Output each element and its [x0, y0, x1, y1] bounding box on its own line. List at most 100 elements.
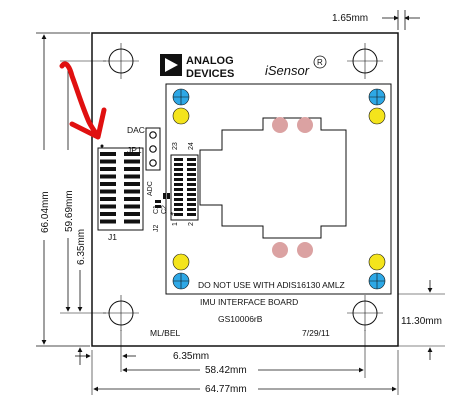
dim-bottom-6-35mm: 6.35mm [173, 351, 209, 362]
date-label: 7/29/11 [302, 328, 330, 338]
pin-2-label: 2 [188, 222, 195, 226]
corner-pads-top-right [368, 88, 386, 125]
warning-text: DO NOT USE WITH ADIS16130 AMLZ [198, 280, 345, 290]
dim-left-6-35mm: 6.35mm [76, 229, 87, 265]
j2-pin [174, 168, 183, 171]
mounting-hole-top-left [103, 43, 139, 79]
j1-pin [124, 197, 140, 201]
pink-pad-bottom [272, 242, 288, 258]
j2-pin [187, 178, 196, 181]
j1-pin [124, 174, 140, 179]
j2-pin [187, 198, 196, 201]
dimension-height-holes: 59.69mm [60, 60, 106, 312]
dimension-height-total: 66.04mm [36, 32, 90, 347]
analog-devices-logo: ANALOG DEVICES [160, 54, 234, 80]
dimension-width-holes: 58.42mm [122, 330, 366, 378]
j2-pin [187, 163, 196, 166]
j2-pin [187, 193, 196, 196]
c1-label: C1 [153, 205, 160, 214]
j1-connector-pins [100, 152, 140, 224]
brand-line-1: ANALOG [186, 55, 234, 67]
c2-label: C2 [161, 205, 168, 214]
j1-pin1-marker [100, 144, 104, 148]
registered-mark: R [317, 58, 323, 67]
j2-pin [187, 168, 196, 171]
j1-pin [100, 197, 116, 201]
j1-pin [100, 174, 116, 179]
j2-pin [187, 158, 196, 161]
annotation-arrow [59, 61, 107, 140]
j1-pin [124, 212, 140, 216]
j1-pin [100, 189, 116, 194]
pin-1-label: 1 [172, 222, 179, 226]
j2-pin [187, 213, 196, 216]
j2-pin [187, 183, 196, 186]
j1-pin [100, 182, 116, 186]
mounting-hole-top-right [347, 43, 383, 79]
dimension-bottom-offset: 6.35mm [75, 330, 209, 395]
j1-pin [124, 204, 140, 209]
j2-connector-outline [170, 154, 199, 221]
dim-1-65mm: 1.65mm [332, 13, 368, 24]
j2-pin [187, 203, 196, 206]
dim-11-30mm: 11.30mm [401, 316, 442, 327]
j2-pin [174, 203, 183, 206]
corner-pads-bottom-right [368, 253, 386, 290]
part-number: GS10006rB [218, 314, 263, 324]
jp1-label: JP1 [127, 145, 142, 155]
mounting-hole-bottom-right [347, 295, 383, 331]
j1-pin [100, 204, 116, 209]
jp1-jumper [145, 127, 161, 171]
j1-pin [124, 219, 140, 224]
dimension-right-offset: 11.30mm [398, 280, 445, 360]
j2-pin [174, 178, 183, 181]
j2-label: J2 [153, 225, 160, 233]
j1-pin [124, 167, 140, 171]
j1-pin [124, 152, 140, 156]
j2-pin [187, 208, 196, 211]
registered-mark-circle [313, 55, 327, 69]
pin1-star: * [170, 211, 174, 222]
dimension-width-total: 64.77mm [93, 350, 399, 395]
j2-connector [170, 154, 199, 221]
j1-pin [124, 159, 140, 164]
j2-pin [174, 188, 183, 191]
j1-pin [100, 167, 116, 171]
j2-pin [174, 183, 183, 186]
brand-line-2: DEVICES [186, 68, 234, 80]
j2-pin [174, 158, 183, 161]
corner-pads-bottom-left [172, 253, 190, 290]
j1-pin [100, 159, 116, 164]
capacitors [155, 193, 170, 208]
j2-pin [174, 193, 183, 196]
j2-pin [174, 163, 183, 166]
j2-pin [174, 208, 183, 211]
author-label: ML/BEL [150, 328, 181, 338]
pink-pad-top [272, 117, 288, 133]
pink-pad-bottom-2 [297, 242, 313, 258]
j2-pin [187, 173, 196, 176]
dim-64-77mm: 64.77mm [205, 384, 247, 395]
dim-59-69mm: 59.69mm [64, 190, 75, 232]
pink-pad-top-2 [297, 117, 313, 133]
corner-pads-top-left [172, 88, 190, 125]
pin-23-label: 23 [172, 142, 179, 150]
dac-label: DAC [127, 125, 145, 135]
j1-pin [100, 212, 116, 216]
dimension-left-offset: 6.35mm [60, 229, 106, 365]
isensor-label: iSensor [265, 63, 310, 78]
j1-label: J1 [108, 232, 117, 242]
j2-pin [187, 188, 196, 191]
board-name: IMU INTERFACE BOARD [200, 297, 298, 307]
j2-pin [174, 213, 183, 216]
j2-pin [174, 198, 183, 201]
pin-24-label: 24 [188, 142, 195, 150]
dimension-top-right: 1.65mm [332, 10, 420, 30]
j1-pin [124, 182, 140, 186]
j1-connector-outline [97, 147, 144, 231]
dim-58-42mm: 58.42mm [205, 365, 247, 376]
adc-label: ADC [147, 181, 154, 196]
dim-66-04mm: 66.04mm [40, 191, 51, 233]
mounting-hole-bottom-left [103, 295, 139, 331]
